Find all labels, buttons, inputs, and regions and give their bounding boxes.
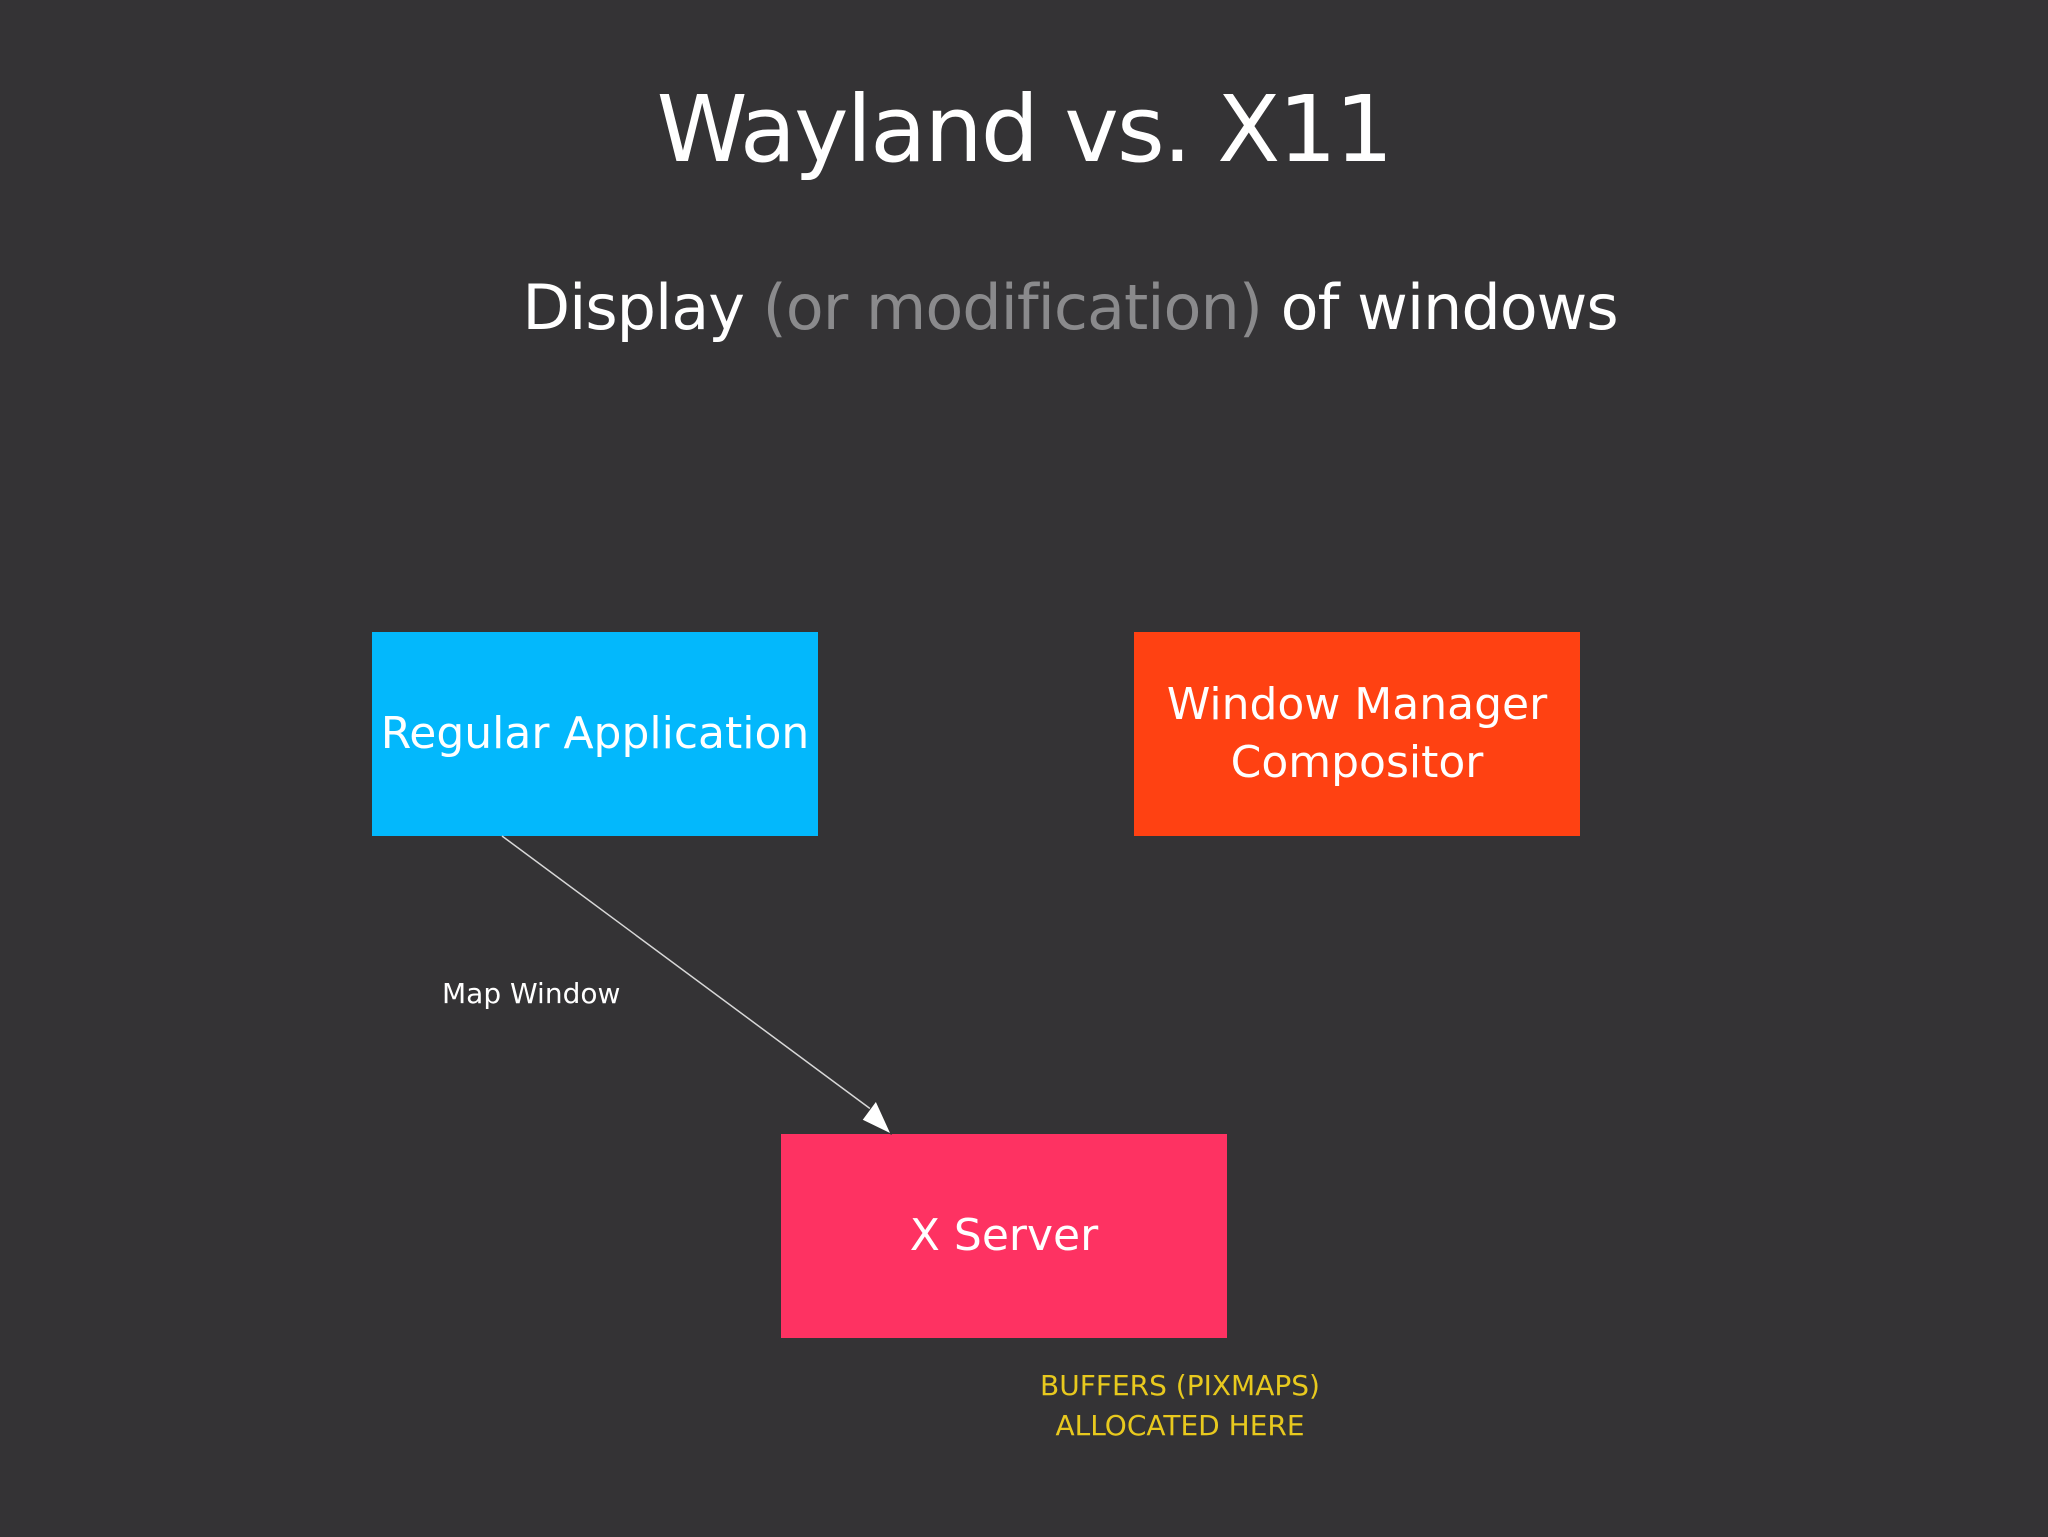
window-manager-label-line1: Window Manager: [1166, 679, 1548, 730]
buffers-note: BUFFERS (PIXMAPS) ALLOCATED HERE: [1010, 1366, 1350, 1446]
slide-title: Wayland vs. X11: [656, 76, 1394, 183]
slide-subtitle: Display (or modification) of windows: [0, 268, 2048, 348]
x-server-label: X Server: [909, 1210, 1099, 1261]
regular-application-node: Regular Application: [372, 632, 818, 836]
window-manager-label: Window Manager Compositor: [1167, 676, 1547, 792]
subtitle-part-display: Display: [522, 271, 763, 344]
buffers-note-line2: ALLOCATED HERE: [1055, 1409, 1305, 1442]
map-window-arrow-line: [501, 835, 877, 1114]
buffers-note-line1: BUFFERS (PIXMAPS): [1040, 1369, 1320, 1402]
map-window-arrowhead: [861, 1100, 893, 1136]
regular-application-label: Regular Application: [380, 708, 810, 759]
window-manager-label-line2: Compositor: [1230, 737, 1484, 788]
window-manager-compositor-node: Window Manager Compositor: [1134, 632, 1580, 836]
subtitle-part-windows: of windows: [1261, 271, 1619, 344]
x-server-node: X Server: [781, 1134, 1227, 1338]
subtitle-part-modification: (or modification): [762, 271, 1263, 344]
map-window-label: Map Window: [442, 977, 621, 1010]
